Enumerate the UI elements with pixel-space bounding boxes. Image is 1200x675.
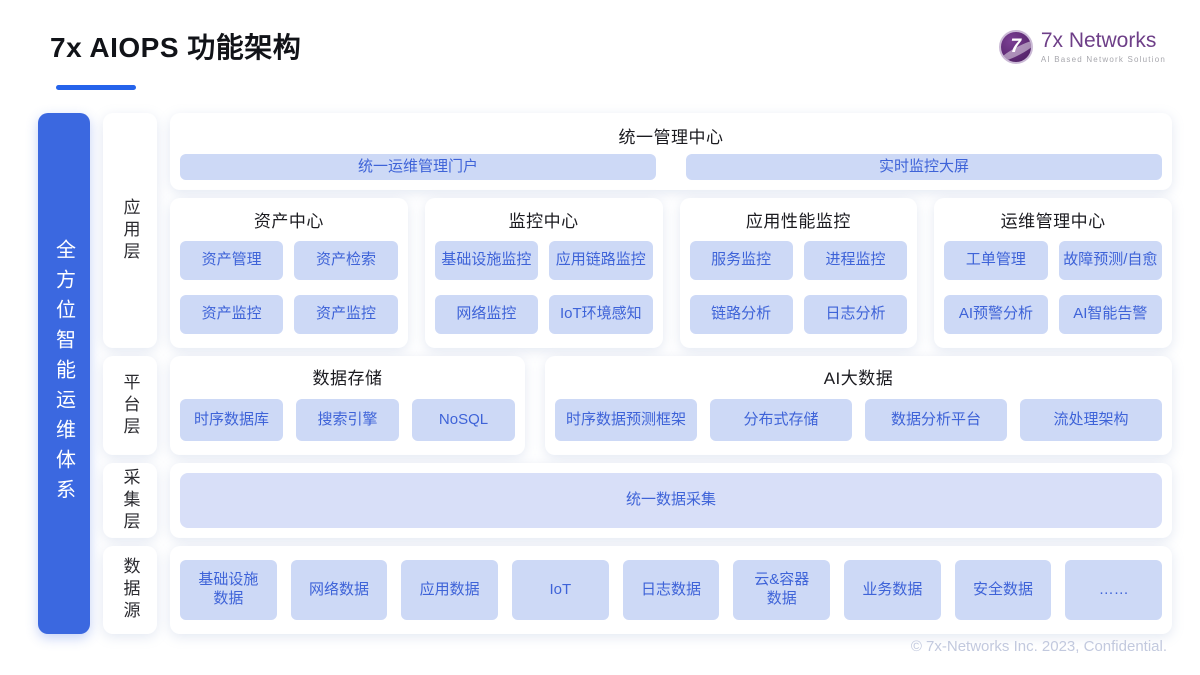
panel-monitor-center: 监控中心 基础设施监控 应用链路监控 网络监控 IoT环境感知 bbox=[424, 198, 663, 348]
button-nosql[interactable]: NoSQL bbox=[412, 399, 515, 441]
button-unified-data-collection[interactable]: 统一数据采集 bbox=[180, 473, 1162, 528]
button-ts-forecast-framework[interactable]: 时序数据预测框架 bbox=[555, 399, 697, 441]
button-fault-predict-selfheal[interactable]: 故障预测/自愈 bbox=[1058, 241, 1162, 280]
panel-ops-management-center: 运维管理中心 工单管理 故障预测/自愈 AI预警分析 AI智能告警 bbox=[934, 198, 1172, 348]
button-distributed-storage[interactable]: 分布式存储 bbox=[710, 399, 852, 441]
layer-label-platform: 平台层 bbox=[103, 356, 157, 455]
button-asset-management[interactable]: 资产管理 bbox=[180, 241, 284, 280]
button-src-infrastructure-data[interactable]: 基础设施 数据 bbox=[180, 560, 277, 620]
logo-tagline: AI Based Network Solution bbox=[1040, 54, 1166, 64]
button-process-monitor[interactable]: 进程监控 bbox=[803, 241, 908, 280]
button-app-link-monitor[interactable]: 应用链路监控 bbox=[549, 241, 653, 280]
button-iot-env-sense[interactable]: IoT环境感知 bbox=[549, 295, 653, 334]
button-src-cloud-container-data[interactable]: 云&容器 数据 bbox=[733, 560, 831, 620]
panel-ai-bigdata: AI大数据 时序数据预测框架 分布式存储 数据分析平台 流处理架构 bbox=[545, 356, 1172, 455]
button-asset-search[interactable]: 资产检索 bbox=[294, 241, 398, 280]
panel-title: 数据存储 bbox=[312, 369, 383, 388]
button-ai-alert-analysis[interactable]: AI预警分析 bbox=[944, 295, 1048, 334]
layer-label-application: 应用层 bbox=[103, 113, 157, 348]
button-ops-portal[interactable]: 统一运维管理门户 bbox=[180, 154, 656, 180]
button-ai-smart-alarm[interactable]: AI智能告警 bbox=[1058, 295, 1162, 334]
application-layer-row: 资产中心 资产管理 资产检索 资产监控 资产监控 监控中心 基础设施监控 应用链… bbox=[170, 198, 1172, 348]
panel-data-sources: 基础设施 数据 网络数据 应用数据 IoT 日志数据 云&容器 数据 业务数据 … bbox=[170, 546, 1172, 634]
button-src-network-data[interactable]: 网络数据 bbox=[290, 560, 388, 620]
button-log-analysis[interactable]: 日志分析 bbox=[803, 295, 908, 334]
panel-title: 资产中心 bbox=[253, 212, 324, 231]
architecture-diagram: 全方位智能运维体系 应用层 平台层 采集层 数据源 统一管理中心 统一运维管理门… bbox=[38, 113, 1172, 636]
side-banner-text: 全方位智能运维体系 bbox=[52, 238, 75, 509]
button-service-monitor[interactable]: 服务监控 bbox=[689, 241, 793, 280]
logo-name: 7x Networks bbox=[1040, 29, 1157, 53]
button-src-log-data[interactable]: 日志数据 bbox=[622, 560, 720, 620]
button-src-iot[interactable]: IoT bbox=[512, 560, 609, 620]
panel-title: 统一管理中心 bbox=[618, 127, 724, 147]
button-src-application-data[interactable]: 应用数据 bbox=[401, 560, 499, 620]
panel-title: 监控中心 bbox=[508, 212, 579, 231]
panel-management-center: 统一管理中心 统一运维管理门户 实时监控大屏 bbox=[170, 113, 1172, 190]
layer-label-collection: 采集层 bbox=[103, 463, 157, 538]
panel-title: AI大数据 bbox=[823, 369, 894, 388]
button-src-security-data[interactable]: 安全数据 bbox=[954, 560, 1052, 620]
button-src-more[interactable]: …… bbox=[1065, 560, 1163, 620]
panel-title: 运维管理中心 bbox=[1000, 212, 1106, 231]
button-infra-monitor[interactable]: 基础设施监控 bbox=[434, 241, 539, 280]
panel-asset-center: 资产中心 资产管理 资产检索 资产监控 资产监控 bbox=[170, 198, 408, 348]
logo-7-icon: 7 bbox=[998, 30, 1033, 64]
panel-data-storage: 数据存储 时序数据库 搜索引擎 NoSQL bbox=[170, 356, 525, 455]
button-src-business-data[interactable]: 业务数据 bbox=[844, 560, 941, 620]
platform-layer-row: 数据存储 时序数据库 搜索引擎 NoSQL AI大数据 时序数据预测框架 分布式… bbox=[170, 356, 1172, 455]
button-data-analysis-platform[interactable]: 数据分析平台 bbox=[865, 399, 1007, 441]
panel-data-collection: 统一数据采集 bbox=[170, 463, 1172, 538]
button-asset-monitor-1[interactable]: 资产监控 bbox=[180, 295, 284, 334]
company-logo: 7 7x Networks AI Based Network Solution bbox=[998, 29, 1166, 64]
button-network-monitor[interactable]: 网络监控 bbox=[434, 295, 539, 334]
layer-label-datasource: 数据源 bbox=[103, 546, 157, 634]
button-search-engine[interactable]: 搜索引擎 bbox=[296, 399, 399, 441]
panel-apm: 应用性能监控 服务监控 进程监控 链路分析 日志分析 bbox=[679, 198, 918, 348]
button-trace-analysis[interactable]: 链路分析 bbox=[689, 295, 793, 334]
side-banner: 全方位智能运维体系 bbox=[38, 113, 90, 634]
copyright-note: © 7x-Networks Inc. 2023, Confidential. bbox=[910, 638, 1167, 655]
title-underline bbox=[56, 85, 136, 90]
button-monitor-screen[interactable]: 实时监控大屏 bbox=[686, 154, 1162, 180]
button-tsdb[interactable]: 时序数据库 bbox=[180, 399, 283, 441]
page-title: 7x AIOPS 功能架构 bbox=[50, 32, 302, 63]
button-ticket-management[interactable]: 工单管理 bbox=[944, 241, 1048, 280]
panel-title: 应用性能监控 bbox=[745, 212, 851, 231]
button-asset-monitor-2[interactable]: 资产监控 bbox=[294, 295, 398, 334]
button-stream-processing[interactable]: 流处理架构 bbox=[1020, 399, 1162, 441]
